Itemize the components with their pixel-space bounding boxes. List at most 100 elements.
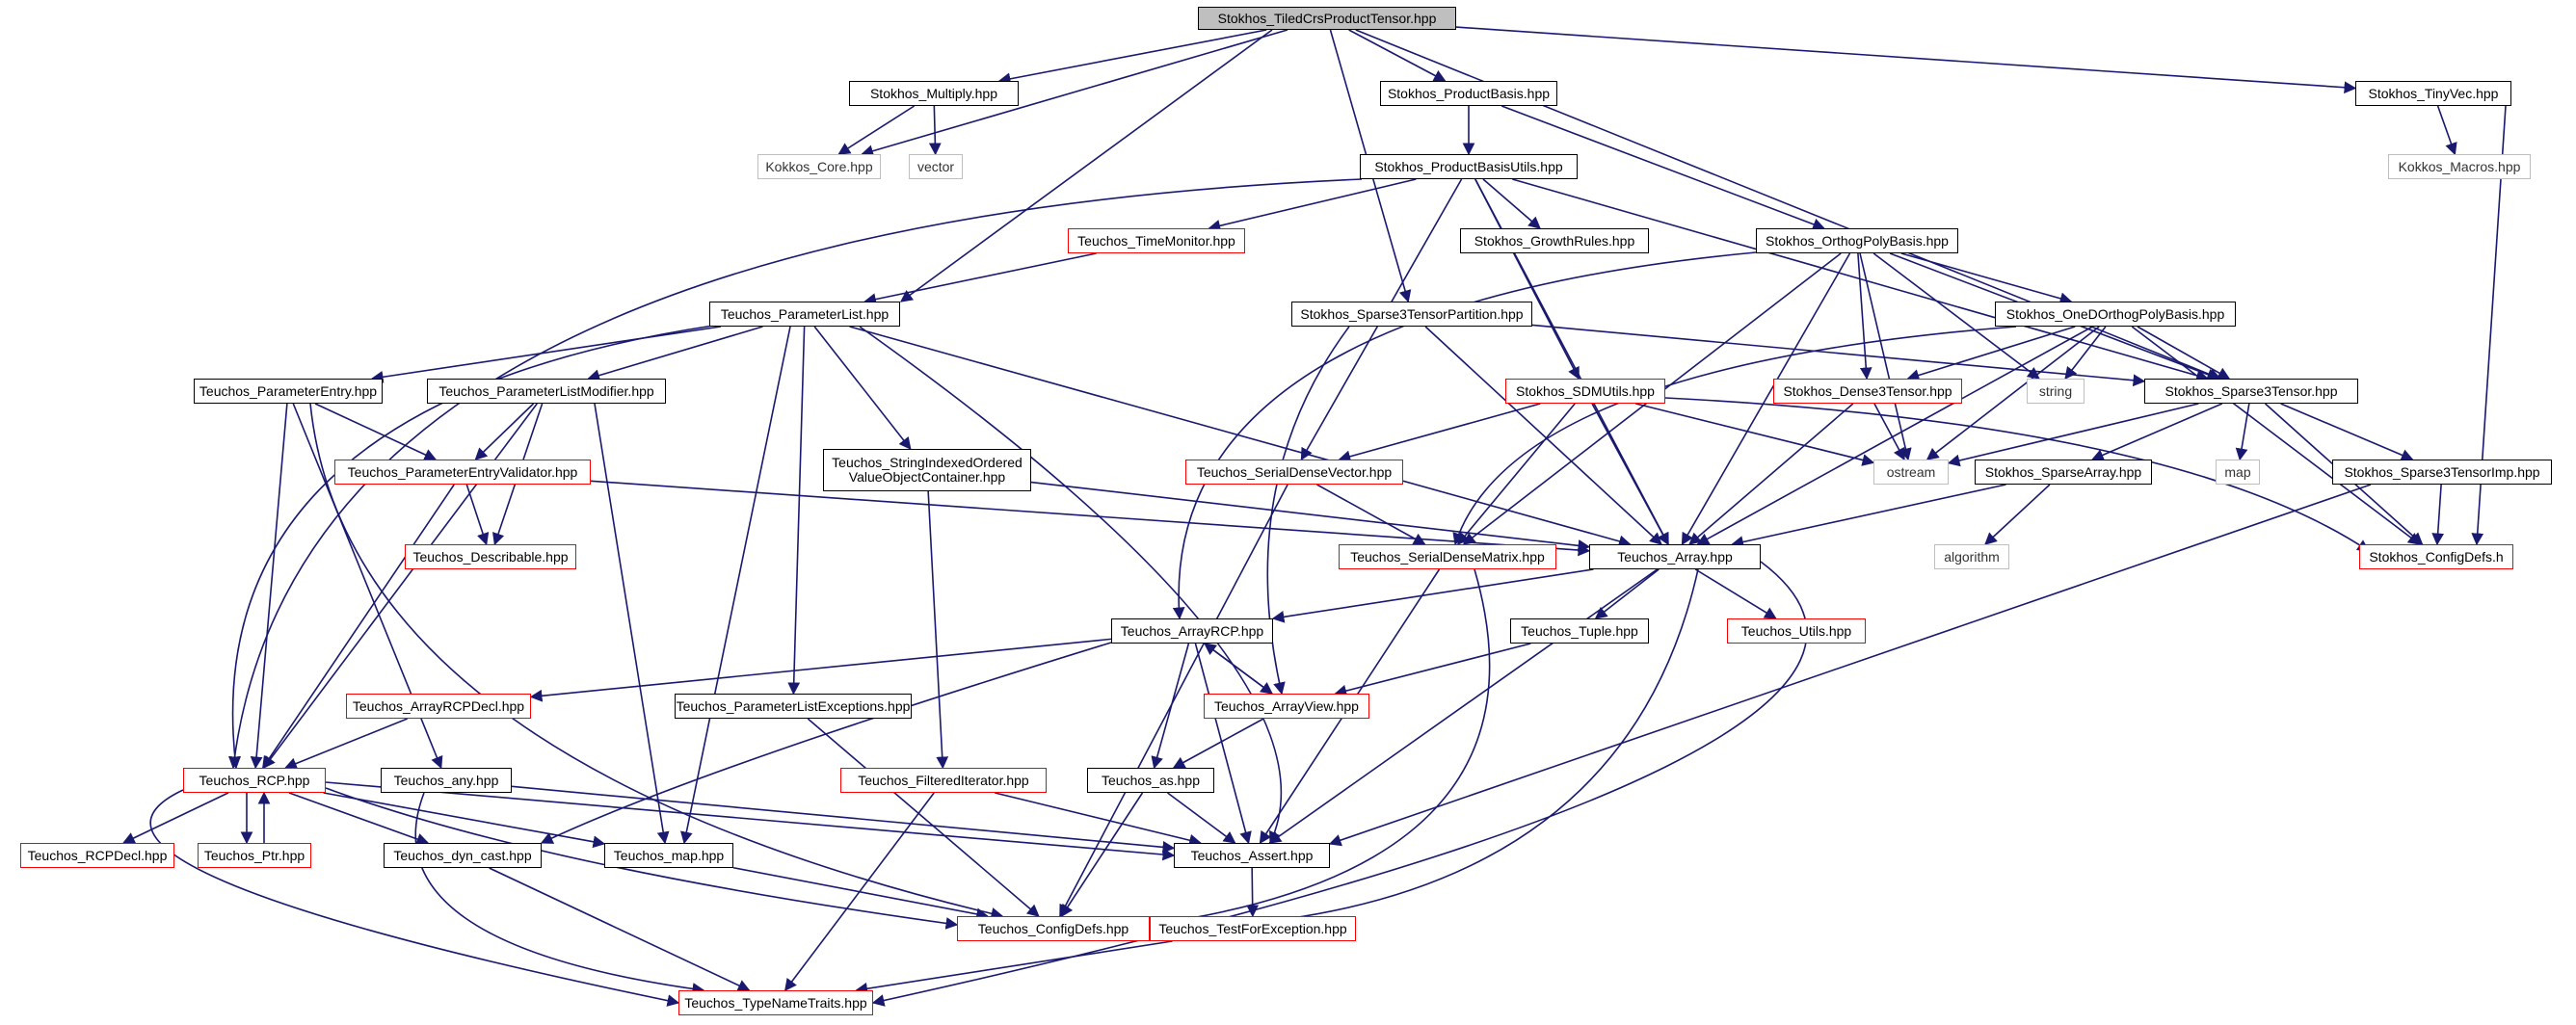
edge-serialdensevec-to-serialdensemat bbox=[1316, 484, 1426, 545]
node-tinyvec[interactable]: Stokhos_TinyVec.hpp bbox=[2355, 81, 2511, 106]
edge-rcp-to-configdefs bbox=[325, 787, 959, 930]
edge-onedortho-to-configdefs_h bbox=[2131, 326, 2421, 545]
edge-array-to-assert bbox=[1268, 568, 1659, 844]
edge-sdmutils-to-array bbox=[1591, 403, 1669, 546]
edge-root-to-paramlist bbox=[899, 29, 1273, 302]
node-sparse3tensor[interactable]: Stokhos_Sparse3Tensor.hpp bbox=[2144, 379, 2358, 404]
node-arrayrcpdecl[interactable]: Teuchos_ArrayRCPDecl.hpp bbox=[346, 694, 531, 719]
node-timemonitor[interactable]: Teuchos_TimeMonitor.hpp bbox=[1068, 228, 1245, 253]
node-testforexc[interactable]: Teuchos_TestForException.hpp bbox=[1150, 916, 1356, 941]
edge-arrayrcp-to-arrayrcpdecl bbox=[529, 638, 1112, 702]
node-stringindexed[interactable]: Teuchos_StringIndexedOrdered ValueObject… bbox=[823, 449, 1031, 491]
edge-paramlistmod-to-paramentryval bbox=[474, 403, 535, 460]
node-root[interactable]: Stokhos_TiledCrsProductTensor.hpp bbox=[1198, 7, 1456, 30]
node-sparse3imp[interactable]: Stokhos_Sparse3TensorImp.hpp bbox=[2332, 460, 2552, 485]
edge-onedortho-to-sparse3tensor bbox=[2137, 326, 2231, 380]
edge-sparse3tensor-to-sparsearray bbox=[2091, 403, 2223, 461]
node-ptr[interactable]: Teuchos_Ptr.hpp bbox=[198, 843, 311, 868]
edge-stringindexed-to-filterediter bbox=[927, 490, 949, 770]
edge-paramlist-to-paramlistexc bbox=[787, 326, 806, 696]
node-serialdensemat[interactable]: Teuchos_SerialDenseMatrix.hpp bbox=[1339, 544, 1556, 569]
edge-paramlist-to-paramlistmod bbox=[587, 326, 763, 381]
node-tmap[interactable]: Teuchos_map.hpp bbox=[604, 843, 733, 868]
edge-array-to-utils bbox=[1694, 568, 1777, 619]
edge-sdmutils-to-configdefs_h bbox=[1664, 397, 2371, 552]
edge-any-to-typenametraits bbox=[414, 792, 705, 995]
node-configdefs-h[interactable]: Stokhos_ConfigDefs.h bbox=[2359, 544, 2513, 569]
edge-any-to-assert bbox=[511, 785, 1176, 854]
edge-paramentry-to-rcp bbox=[250, 403, 288, 770]
node-dyncast[interactable]: Teuchos_dyn_cast.hpp bbox=[384, 843, 542, 868]
node-sdmutils[interactable]: Stokhos_SDMUtils.hpp bbox=[1505, 379, 1665, 404]
node-paramlistmod[interactable]: Teuchos_ParameterListModifier.hpp bbox=[427, 379, 666, 404]
edge-array-to-arrayrcp bbox=[1271, 568, 1594, 623]
node-arrayrcp[interactable]: Teuchos_ArrayRCP.hpp bbox=[1111, 618, 1273, 644]
node-rcp[interactable]: Teuchos_RCP.hpp bbox=[183, 768, 326, 793]
edge-dense3-to-ostream bbox=[1873, 403, 1905, 461]
edge-rcp-to-rcpdecl bbox=[122, 792, 229, 844]
edge-serialdensevec-to-configdefs bbox=[1059, 484, 1288, 918]
edge-timemonitor-to-paramlist bbox=[863, 252, 1097, 305]
node-as[interactable]: Teuchos_as.hpp bbox=[1087, 768, 1214, 793]
node-describable[interactable]: Teuchos_Describable.hpp bbox=[405, 544, 576, 569]
node-orthopoly[interactable]: Stokhos_OrthogPolyBasis.hpp bbox=[1756, 228, 1958, 253]
node-dense3[interactable]: Stokhos_Dense3Tensor.hpp bbox=[1773, 379, 1962, 404]
node-rcpdecl[interactable]: Teuchos_RCPDecl.hpp bbox=[20, 843, 174, 868]
edge-rcp-to-tmap bbox=[323, 792, 606, 849]
node-assert[interactable]: Teuchos_Assert.hpp bbox=[1174, 843, 1330, 868]
edge-orthopoly-to-string bbox=[1872, 252, 2040, 380]
edge-onedortho-to-ostream bbox=[1925, 326, 2100, 460]
edge-array-to-tuple bbox=[1594, 568, 1660, 619]
edge-tuple-to-arrayview bbox=[1334, 643, 1531, 697]
edge-sparse3imp-to-assert bbox=[1328, 484, 2372, 847]
node-utils[interactable]: Teuchos_Utils.hpp bbox=[1727, 618, 1866, 644]
node-sparse3partition[interactable]: Stokhos_Sparse3TensorPartition.hpp bbox=[1291, 302, 1532, 327]
edge-orthopoly-to-array bbox=[1681, 252, 1851, 546]
edge-sdmutils-to-serialdensevec bbox=[1338, 403, 1541, 463]
node-paramlistexc[interactable]: Teuchos_ParameterListExceptions.hpp bbox=[675, 694, 912, 719]
edge-tmap-to-configdefs bbox=[732, 866, 990, 921]
edge-paramlist-to-array bbox=[849, 326, 1632, 548]
node-configdefs[interactable]: Teuchos_ConfigDefs.hpp bbox=[957, 916, 1150, 941]
node-paramentry[interactable]: Teuchos_ParameterEntry.hpp bbox=[194, 379, 383, 404]
edge-paramlist-to-tmap bbox=[680, 326, 791, 845]
edge-paramentry-to-paramentryval bbox=[314, 403, 438, 460]
node-filterediter[interactable]: Teuchos_FilteredIterator.hpp bbox=[840, 768, 1047, 793]
edge-orthopoly-to-dense3 bbox=[1857, 252, 1872, 381]
edge-arrayview-to-arrayrcp bbox=[1203, 643, 1273, 695]
node-tuple[interactable]: Teuchos_Tuple.hpp bbox=[1510, 618, 1649, 644]
node-array[interactable]: Teuchos_Array.hpp bbox=[1589, 544, 1761, 569]
node-paramlist[interactable]: Teuchos_ParameterList.hpp bbox=[709, 302, 900, 327]
edge-paramlistexc-to-configdefs bbox=[807, 718, 1040, 917]
edge-paramentryval-to-rcp bbox=[262, 484, 455, 770]
edge-onedortho-to-string bbox=[2064, 326, 2107, 381]
edge-multiply-to-vector bbox=[928, 105, 942, 156]
edge-productbasisutils-to-timemonitor bbox=[1208, 178, 1417, 232]
edge-paramlist-to-stringindexed bbox=[813, 326, 912, 451]
node-onedortho[interactable]: Stokhos_OneDOrthogPolyBasis.hpp bbox=[1995, 302, 2236, 327]
node-arrayview[interactable]: Teuchos_ArrayView.hpp bbox=[1204, 694, 1369, 719]
edge-onedortho-to-array bbox=[1696, 326, 2093, 545]
node-multiply[interactable]: Stokhos_Multiply.hpp bbox=[849, 81, 1019, 106]
edge-dense3-to-array bbox=[1688, 403, 1854, 545]
node-growthrules[interactable]: Stokhos_GrowthRules.hpp bbox=[1460, 228, 1649, 253]
edge-sparse3tensor-to-sparse3imp bbox=[2280, 403, 2414, 461]
edge-arrayrcp-to-as bbox=[1151, 643, 1190, 770]
edge-root-to-productbasis bbox=[1348, 29, 1447, 82]
node-productbasisutils[interactable]: Stokhos_ProductBasisUtils.hpp bbox=[1360, 154, 1578, 179]
node-productbasis[interactable]: Stokhos_ProductBasis.hpp bbox=[1380, 81, 1557, 106]
edge-productbasisutils-to-growthrules bbox=[1482, 178, 1541, 229]
node-paramentryval[interactable]: Teuchos_ParameterEntryValidator.hpp bbox=[334, 460, 591, 485]
node-typenametraits[interactable]: Teuchos_TypeNameTraits.hpp bbox=[678, 990, 873, 1015]
edge-assert-to-testforexc bbox=[1246, 867, 1260, 918]
node-serialdensevec[interactable]: Teuchos_SerialDenseVector.hpp bbox=[1185, 460, 1403, 485]
edge-paramlistmod-to-tmap bbox=[594, 403, 670, 845]
edge-sparse3partition-to-sparse3tensor bbox=[1531, 324, 2146, 387]
edge-as-to-assert bbox=[1167, 792, 1236, 844]
edge-rcp-to-typenametraits bbox=[149, 789, 680, 1007]
node-sparsearray[interactable]: Stokhos_SparseArray.hpp bbox=[1975, 460, 2152, 485]
edge-sdmutils-to-ostream bbox=[1635, 403, 1875, 466]
node-map: map bbox=[2216, 460, 2260, 485]
node-any[interactable]: Teuchos_any.hpp bbox=[381, 768, 512, 793]
edge-onedortho-to-serialdensemat bbox=[1452, 326, 2017, 546]
